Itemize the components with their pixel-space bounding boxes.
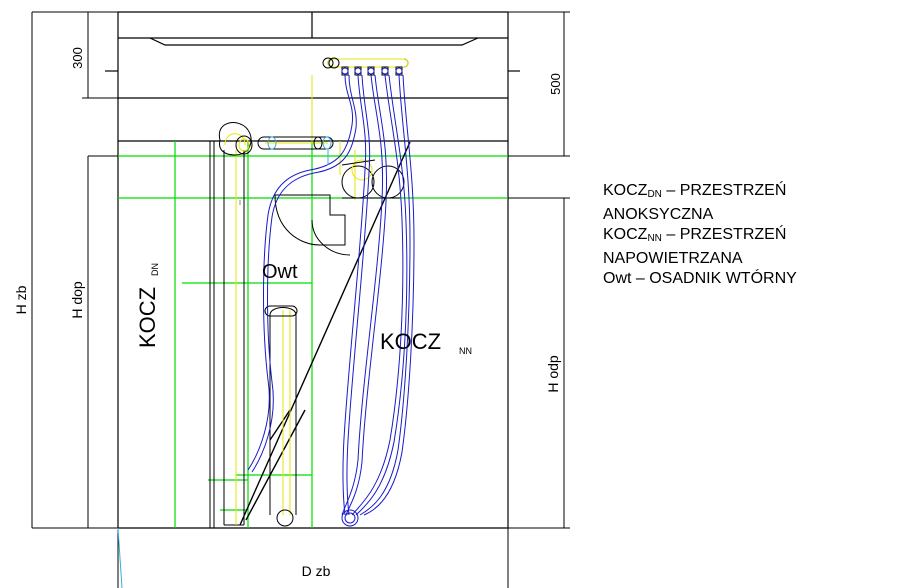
cyan-markers bbox=[117, 150, 329, 588]
h-zb-label: H zb bbox=[13, 285, 29, 314]
dimension-frame bbox=[31, 11, 570, 588]
kocz-nn-label: KOCZ bbox=[380, 329, 441, 354]
d-zb-label: D zb bbox=[302, 563, 331, 579]
legend-kocz-nn-prefix: KOCZ bbox=[603, 226, 648, 243]
legend-row-napowietrzana: NAPOWIETRZANA bbox=[603, 250, 743, 267]
legend-kocz-nn-subscript: NN bbox=[647, 233, 662, 244]
settler-inlet-fitting bbox=[341, 159, 405, 199]
owt-label: Owt bbox=[262, 261, 298, 283]
air-distribution-header bbox=[322, 57, 409, 76]
legend-row-kocz-nn: KOCZNN – PRZESTRZEŃ bbox=[603, 225, 893, 249]
kocz-dn-label: KOCZ bbox=[135, 287, 160, 348]
settler-down-pipe bbox=[264, 305, 298, 527]
h-odp-label: H odp bbox=[545, 355, 561, 393]
legend: KOCZDN – PRZESTRZEŃ ANOKSYCZNA KOCZNN – … bbox=[603, 181, 893, 289]
legend-kocz-dn-subscript: DN bbox=[647, 189, 662, 200]
airlift-pipe-upper bbox=[218, 122, 334, 156]
dimension-500-label: 500 bbox=[548, 73, 563, 95]
legend-kocz-nn-text: – PRZESTRZEŃ bbox=[661, 226, 787, 243]
legend-row-anoksyczna: ANOKSYCZNA bbox=[603, 206, 714, 223]
kocz-nn-subscript: NN bbox=[459, 346, 472, 356]
legend-row-kocz-dn: KOCZDN – PRZESTRZEŃ bbox=[603, 181, 893, 205]
legend-kocz-dn-prefix: KOCZ bbox=[603, 182, 648, 199]
tank-body bbox=[105, 11, 520, 529]
yellow-risers bbox=[235, 75, 356, 525]
air-hoses bbox=[247, 74, 415, 527]
legend-kocz-dn-text: – PRZESTRZEŃ bbox=[661, 182, 787, 199]
dimension-300-label: 300 bbox=[70, 47, 85, 69]
kocz-dn-subscript: DN bbox=[150, 263, 160, 276]
legend-row-owt: Owt – OSADNIK WTÓRNY bbox=[603, 270, 797, 287]
green-level-lines bbox=[118, 141, 508, 528]
partition-walls bbox=[209, 141, 245, 528]
h-dop-label: H dop bbox=[69, 281, 85, 319]
settler-hopper bbox=[274, 194, 351, 256]
